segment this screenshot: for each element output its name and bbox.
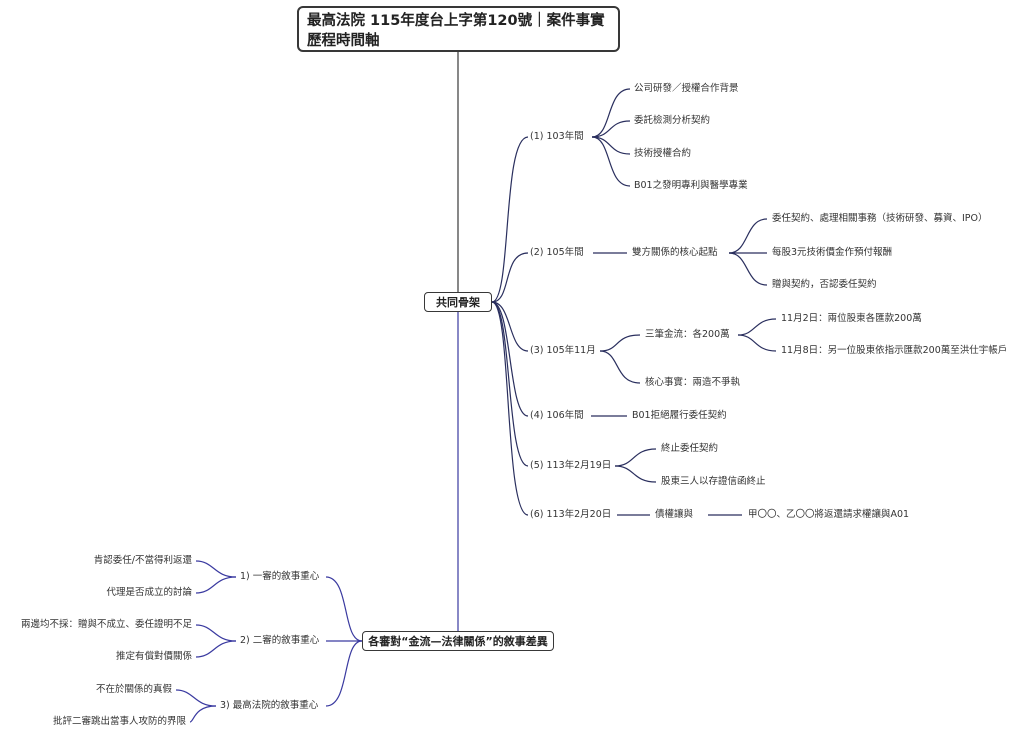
- narrative-node[interactable]: 各審對“金流—法律關係”的敘事差異: [362, 631, 554, 651]
- period-5-child[interactable]: 股東三人以存證信函終止: [661, 476, 766, 487]
- narrative-item-1-child[interactable]: 代理是否成立的討論: [106, 587, 192, 598]
- framework-connectors: [491, 88, 777, 516]
- period-6-label[interactable]: (6) 113年2月20日: [530, 509, 612, 520]
- period-1-child[interactable]: 公司研發／授權合作背景: [634, 83, 739, 94]
- title-node[interactable]: 最高法院 115年度台上字第120號｜案件事實歷程時間軸: [297, 6, 620, 52]
- period-2-child[interactable]: 委任契約、處理相關事務（技術研發、募資、IPO）: [772, 213, 988, 224]
- narrative-item-1-child[interactable]: 肯認委任/不當得利返還: [93, 555, 192, 566]
- narrative-item-3[interactable]: 3) 最高法院的敘事重心: [220, 700, 319, 711]
- narrative-item-2[interactable]: 2) 二審的敘事重心: [240, 635, 320, 646]
- period-5-label[interactable]: (5) 113年2月19日: [530, 460, 612, 471]
- narrative-item-1[interactable]: 1) 一審的敘事重心: [240, 571, 320, 582]
- framework-node[interactable]: 共同骨架: [424, 292, 492, 312]
- period-2-child[interactable]: 贈與契約，否認委任契約: [772, 279, 877, 290]
- period-3-label[interactable]: (3) 105年11月: [530, 345, 596, 356]
- period-2-label[interactable]: (2) 105年間: [530, 247, 584, 258]
- period-6-node[interactable]: 債權讓與: [655, 509, 694, 520]
- period-2-child[interactable]: 每股3元技術價金作預付報酬: [772, 247, 893, 258]
- period-3-sub-node[interactable]: 核心事實：兩造不爭執: [645, 377, 741, 388]
- narrative-item-2-child[interactable]: 推定有償對價關係: [115, 651, 192, 662]
- narrative-item-3-child[interactable]: 不在於關係的真假: [95, 684, 172, 695]
- period-6-node2[interactable]: 甲〇〇、乙〇〇將返還請求權讓與A01: [748, 509, 910, 520]
- period-3-sub-node[interactable]: 三筆金流：各200萬: [645, 329, 730, 340]
- period-2-node[interactable]: 雙方關係的核心起點: [632, 247, 718, 258]
- period-1-child[interactable]: 委託檢測分析契約: [634, 115, 711, 126]
- narrative-item-3-child[interactable]: 批評二審跳出當事人攻防的界限: [52, 716, 186, 727]
- narrative-item-2-child[interactable]: 兩邊均不採：贈與不成立、委任證明不足: [20, 619, 192, 630]
- period-5-child[interactable]: 終止委任契約: [661, 443, 719, 454]
- period-3-child[interactable]: 11月8日：另一位股東依指示匯款200萬至洪仕宇帳戶: [781, 345, 1008, 356]
- period-1-label[interactable]: (1) 103年間: [530, 131, 584, 142]
- period-3-child[interactable]: 11月2日：兩位股東各匯款200萬: [781, 313, 922, 324]
- period-1-child[interactable]: 技術授權合約: [634, 148, 692, 159]
- narrative-connectors: [175, 560, 363, 723]
- period-4-node[interactable]: B01拒絕履行委任契約: [632, 410, 727, 421]
- period-4-label[interactable]: (4) 106年間: [530, 410, 584, 421]
- period-1-child[interactable]: B01之發明專利與醫學專業: [634, 180, 748, 191]
